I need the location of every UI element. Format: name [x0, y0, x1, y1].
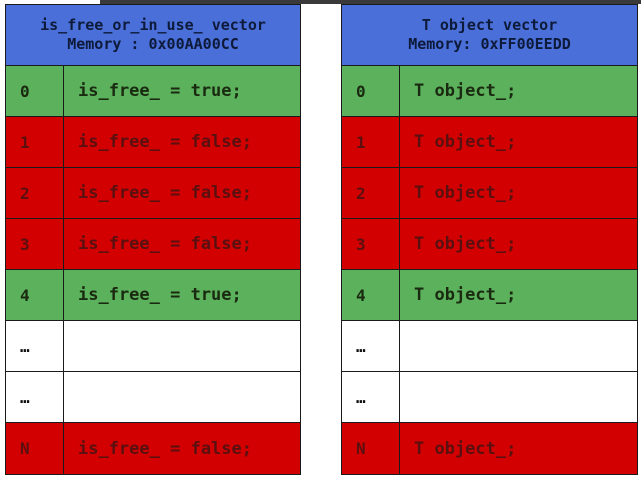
t-object-row: …	[342, 372, 637, 423]
is-free-vector-memory-address: Memory : 0x00AA00CC	[67, 35, 239, 53]
t-object-vector-title: T object vector	[421, 16, 558, 34]
t-object-row-value: T object_;	[414, 234, 517, 254]
is-free-row: …	[6, 321, 300, 372]
t-object-vector-memory-address: Memory: 0xFF00EEDD	[408, 35, 571, 53]
is-free-row-index: 2	[6, 168, 64, 218]
is-free-row: 3 is_free_ = false;	[6, 219, 300, 270]
is-free-row-index: …	[6, 321, 64, 371]
is-free-row-index: N	[6, 423, 64, 474]
is-free-vector-header: is_free_or_in_use_ vector Memory : 0x00A…	[6, 5, 300, 66]
is-free-row-value	[64, 321, 300, 371]
is-free-row: 4 is_free_ = true;	[6, 270, 300, 321]
t-object-row: …	[342, 321, 637, 372]
is-free-row: 0 is_free_ = true;	[6, 66, 300, 117]
is-free-row-index: …	[6, 372, 64, 422]
t-object-row-value: T object_;	[414, 285, 517, 305]
is-free-row-index: 1	[6, 117, 64, 167]
t-object-row-value	[400, 321, 637, 371]
t-object-row-value: T object_;	[414, 438, 517, 459]
t-object-row-value: T object_;	[414, 183, 517, 203]
is-free-row-index: 0	[6, 66, 64, 116]
is-free-row-index: 4	[6, 270, 64, 320]
t-object-row-index: 0	[342, 66, 400, 116]
t-object-row-index: …	[342, 321, 400, 371]
t-object-row: N T object_;	[342, 423, 637, 474]
is-free-vector-table: is_free_or_in_use_ vector Memory : 0x00A…	[5, 4, 301, 475]
t-object-row-index: 2	[342, 168, 400, 218]
is-free-vector-title: is_free_or_in_use_ vector	[40, 16, 266, 34]
top-edge-bar	[100, 0, 641, 4]
is-free-row-value: is_free_ = false;	[78, 234, 252, 254]
is-free-row: 2 is_free_ = false;	[6, 168, 300, 219]
t-object-vector-rows: 0 T object_; 1 T object_; 2 T object_; 3 T obje…	[342, 66, 637, 474]
is-free-row-value: is_free_ = false;	[78, 132, 252, 152]
is-free-row: 1 is_free_ = false;	[6, 117, 300, 168]
t-object-vector-header: T object vector Memory: 0xFF00EEDD	[342, 5, 637, 66]
t-object-row-index: N	[342, 423, 400, 474]
is-free-row: …	[6, 372, 300, 423]
t-object-row-value: T object_;	[414, 132, 517, 152]
t-object-row-value: T object_;	[414, 81, 517, 101]
t-object-row-index: 1	[342, 117, 400, 167]
is-free-vector-rows: 0 is_free_ = true; 1 is_free_ = false; 2 is_f…	[6, 66, 300, 474]
t-object-row: 1 T object_;	[342, 117, 637, 168]
is-free-row-value	[64, 372, 300, 422]
t-object-row: 0 T object_;	[342, 66, 637, 117]
t-object-row-value	[400, 372, 637, 422]
is-free-row-value: is_free_ = true;	[78, 81, 242, 101]
t-object-row-index: 3	[342, 219, 400, 269]
t-object-row-index: 4	[342, 270, 400, 320]
t-object-row: 3 T object_;	[342, 219, 637, 270]
t-object-row: 4 T object_;	[342, 270, 637, 321]
is-free-row-index: 3	[6, 219, 64, 269]
is-free-row-value: is_free_ = false;	[78, 183, 252, 203]
is-free-row-value: is_free_ = true;	[78, 285, 242, 305]
t-object-row: 2 T object_;	[342, 168, 637, 219]
t-object-row-index: …	[342, 372, 400, 422]
is-free-row-value: is_free_ = false;	[78, 438, 252, 459]
